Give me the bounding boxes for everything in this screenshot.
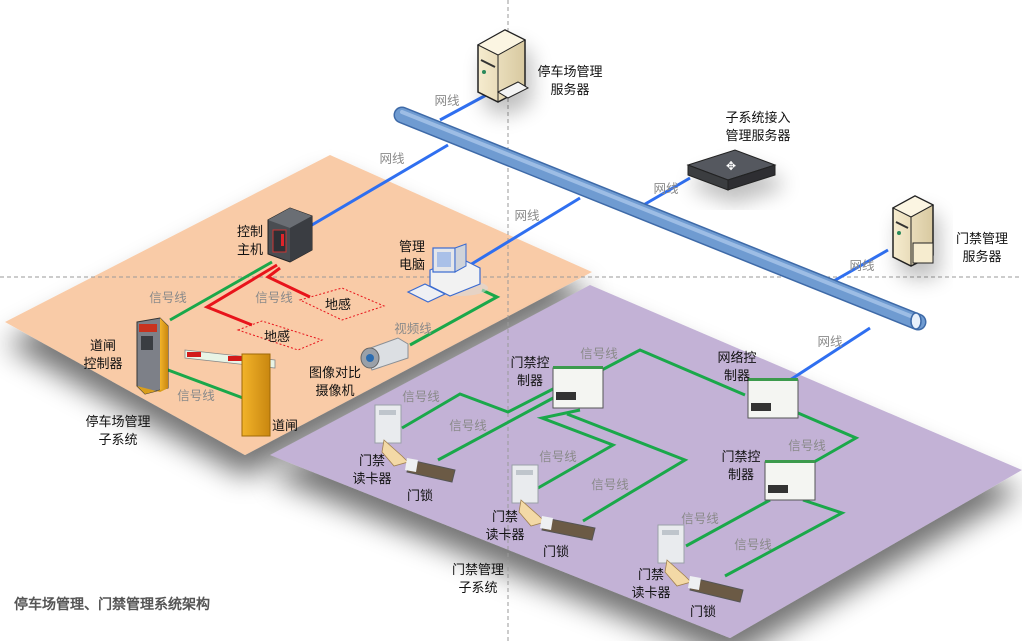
label-loop-sensor-2: 地感	[264, 329, 290, 345]
loop-sensor-1	[298, 287, 386, 321]
door-controller-2-icon[interactable]	[764, 460, 816, 501]
wire-label-network-2: 网线	[379, 151, 405, 166]
parking-server-icon[interactable]	[476, 29, 530, 103]
camera-icon[interactable]	[360, 337, 409, 371]
door-lock-3-icon[interactable]	[688, 576, 744, 603]
wire-label-network-5: 网线	[849, 258, 875, 273]
wire-control-host	[299, 143, 449, 234]
wire-label-signal-3: 信号线	[177, 388, 215, 403]
svg-text:✥: ✥	[726, 159, 736, 173]
backbone-end	[910, 312, 922, 330]
label-camera: 图像对比摄像机	[309, 366, 361, 399]
wire-host-to-gate-controller	[169, 260, 273, 322]
wire-reader1-to-dc1	[401, 386, 556, 430]
wire-mgmt-pc	[469, 196, 581, 267]
label-gate-controller: 道闸控制器	[83, 339, 122, 372]
subsystem-access-server-icon[interactable]: ✥	[686, 149, 777, 191]
label-card-reader-3: 门禁读卡器	[631, 568, 670, 601]
wire-nc-to-dc2	[797, 411, 860, 464]
door-controller-1-icon[interactable]	[552, 366, 604, 409]
wire-subsystem-server	[639, 176, 691, 209]
wire-lock1-to-dc1	[437, 395, 556, 462]
management-pc-icon[interactable]	[406, 243, 488, 303]
label-door-controller-1: 门禁控制器	[510, 356, 549, 389]
network-controller-icon[interactable]	[747, 378, 799, 419]
label-parking-server: 停车场管理服务器	[537, 64, 602, 98]
loop-sensor-2	[236, 320, 324, 351]
barrier-gate-icon[interactable]	[184, 349, 276, 437]
wire-label-signal-1: 信号线	[149, 290, 187, 305]
label-door-lock-3: 门锁	[690, 604, 716, 620]
label-loop-sensor-1: 地感	[325, 297, 351, 313]
wire-label-network-1: 网线	[434, 93, 460, 108]
wire-label-video: 视频线	[394, 321, 432, 336]
wire-dc1-to-lock2	[566, 412, 689, 523]
wire-label-signal-9: 信号线	[788, 438, 826, 453]
card-reader-2-icon[interactable]	[511, 464, 546, 527]
gate-controller-icon[interactable]	[136, 317, 169, 395]
wire-dc1-to-nc	[597, 348, 746, 397]
access-subsystem-plate	[270, 285, 1022, 638]
door-lock-2-icon[interactable]	[540, 516, 596, 541]
label-door-lock-2: 门锁	[543, 544, 569, 560]
wire-sensor-2	[203, 263, 278, 327]
wire-label-signal-6: 信号线	[449, 418, 487, 433]
wire-label-signal-8: 信号线	[591, 477, 629, 492]
wire-sensor-1	[265, 266, 311, 299]
door-lock-1-icon[interactable]	[405, 458, 456, 483]
wire-dc1-to-reader2	[536, 408, 617, 490]
wire-label-signal-5: 信号线	[402, 389, 440, 404]
wire-dc2-to-reader3	[685, 498, 771, 548]
label-network-controller: 网络控制器	[717, 350, 756, 384]
wire-gate-controller-to-barrier	[167, 368, 244, 400]
label-card-reader-2: 门禁读卡器	[485, 510, 524, 543]
wire-label-signal-4: 信号线	[580, 346, 618, 361]
label-door-lock-1: 门锁	[407, 488, 433, 504]
label-access-subsystem: 门禁管理子系统	[452, 563, 504, 596]
diagram-title: 停车场管理、门禁管理系统架构	[14, 596, 210, 613]
access-server-icon[interactable]	[891, 195, 935, 267]
wire-dc2-to-lock3	[724, 498, 846, 578]
label-subsystem-server: 子系统接入管理服务器	[725, 110, 790, 144]
wire-label-signal-11: 信号线	[734, 537, 772, 552]
network-backbone	[393, 106, 927, 331]
wire-network-controller	[789, 326, 871, 382]
label-parking-subsystem: 停车场管理子系统	[85, 414, 150, 448]
control-host-icon[interactable]	[267, 207, 313, 263]
label-card-reader-1: 门禁读卡器	[352, 454, 391, 487]
label-door-controller-2: 门禁控制器	[721, 450, 760, 483]
wire-camera-to-pc	[409, 288, 501, 347]
wire-label-network-6: 网线	[817, 334, 843, 349]
wire-parking-server	[439, 91, 491, 122]
label-access-server: 门禁管理服务器	[956, 232, 1008, 265]
label-control-host: 控制主机	[237, 225, 263, 258]
wire-label-network-4: 网线	[653, 181, 679, 196]
wire-label-signal-10: 信号线	[681, 511, 719, 526]
card-reader-1-icon[interactable]	[374, 404, 409, 467]
card-reader-3-icon[interactable]	[657, 524, 692, 587]
wire-label-network-3: 网线	[514, 208, 540, 223]
wire-label-signal-7: 信号线	[539, 449, 577, 464]
label-mgmt-pc: 管理电脑	[399, 240, 425, 273]
wire-label-signal-2: 信号线	[255, 290, 293, 305]
label-barrier-gate: 道闸	[272, 419, 298, 434]
